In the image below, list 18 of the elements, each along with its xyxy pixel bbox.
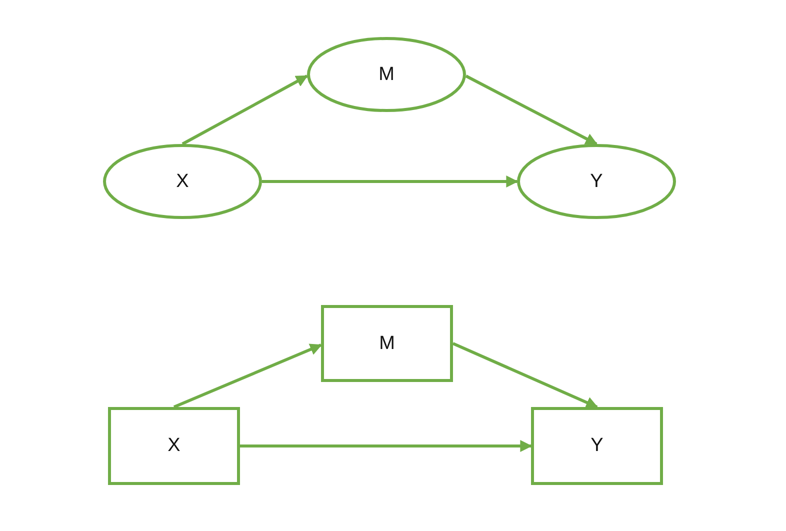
node-label: X [176, 170, 189, 192]
arrow [173, 344, 322, 408]
node-label: Y [590, 170, 603, 192]
arrow [182, 74, 308, 146]
node-label: M [379, 332, 395, 354]
node-label: X [168, 435, 180, 457]
process-box [321, 305, 453, 382]
ellipse-node [307, 37, 466, 112]
node-label: Y [590, 435, 604, 457]
process-box [531, 407, 663, 485]
process-box [108, 407, 240, 485]
ellipse-node [103, 144, 262, 219]
arrow [240, 440, 532, 452]
arrow [262, 176, 518, 188]
arrow [465, 74, 598, 146]
node-label: M [378, 64, 394, 86]
arrow [452, 342, 598, 408]
ellipse-node [517, 144, 676, 219]
